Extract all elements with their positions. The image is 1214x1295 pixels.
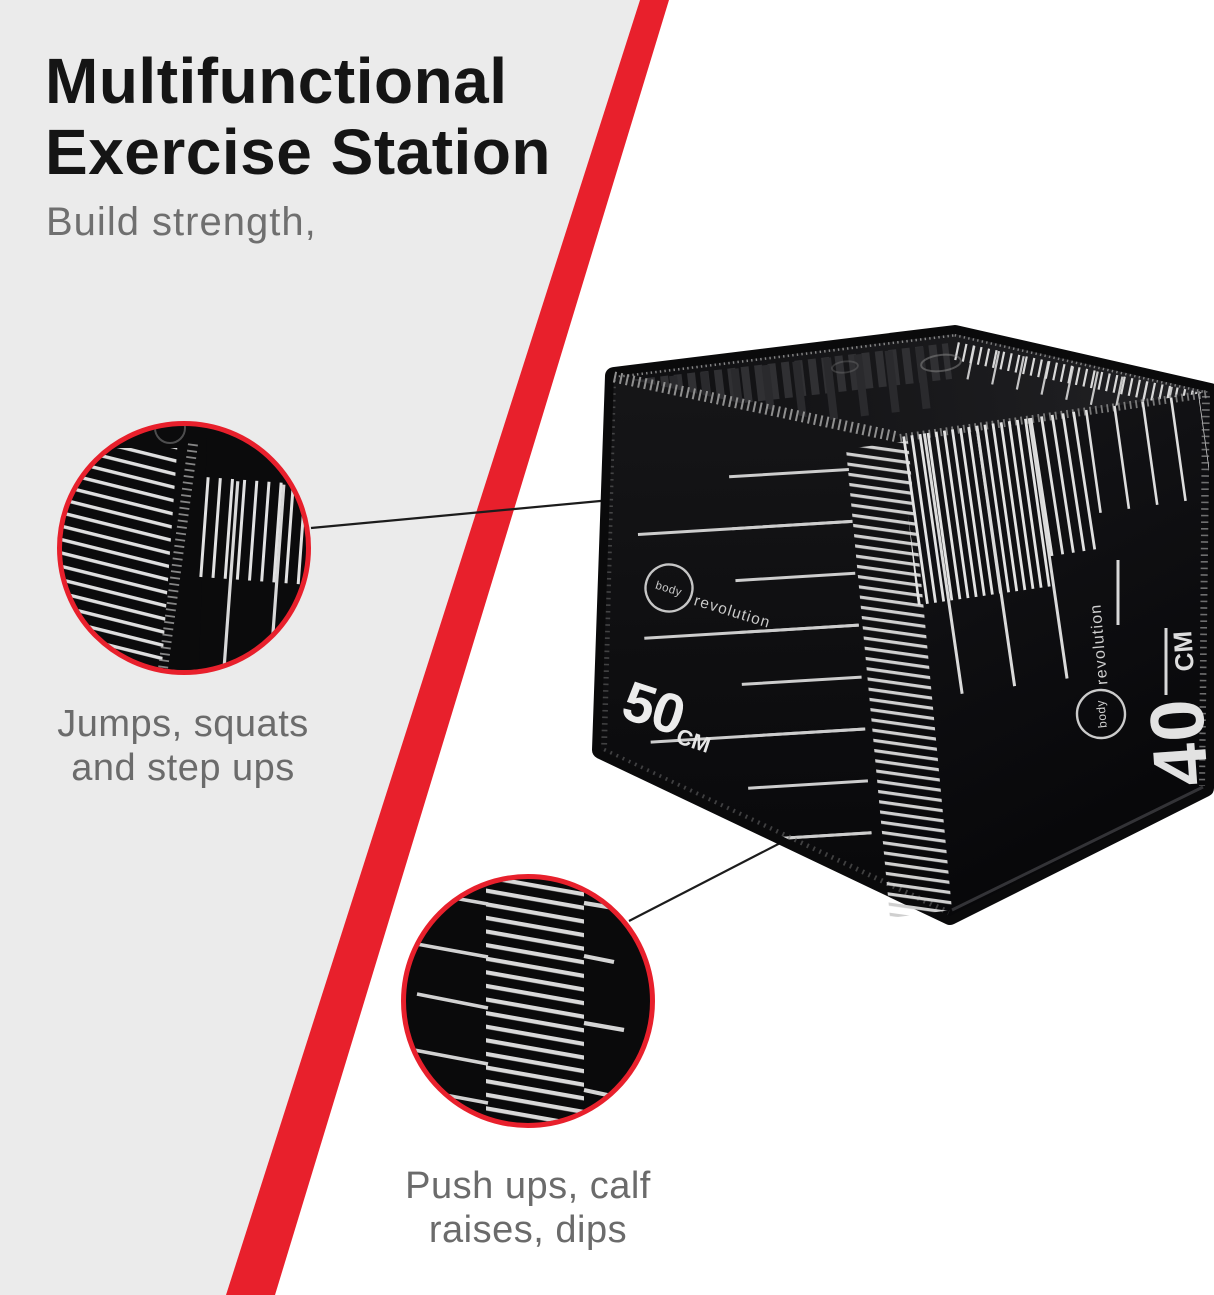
callout-text-jumps: Jumps, squats and step ups: [8, 702, 358, 790]
plyo-box: body revolution 50 CM body revolution 40…: [592, 325, 1214, 925]
callout-text-pushups: Push ups, calf raises, dips: [353, 1164, 703, 1252]
box-right-face: [900, 392, 1210, 916]
dimension-40-value: 40: [1134, 694, 1214, 788]
dimension-40-unit: CM: [1167, 630, 1200, 672]
connector-line-top: [310, 498, 612, 530]
callout-pushups-line-1: Push ups, calf: [405, 1165, 651, 1207]
callout-pushups-line-2: raises, dips: [428, 1209, 628, 1251]
brand-word-body: body: [1093, 699, 1109, 728]
connector-line-bottom: [628, 837, 791, 922]
dimension-label-40cm: 40 CM: [1134, 630, 1214, 789]
brand-circle-icon: [644, 563, 694, 613]
header: Multifunctional Exercise Station: [45, 46, 551, 188]
right-face-ruler-stripes: [900, 393, 1210, 912]
zoom-callout-top: [57, 421, 311, 675]
brand-swirl-icon: [920, 353, 962, 373]
zipper-edge-top-left: [612, 371, 900, 443]
callout-jumps-line-1: Jumps, squats: [57, 703, 309, 745]
title-line-2: Exercise Station: [45, 116, 551, 188]
subtitle: Build strength,: [46, 200, 317, 244]
front-corner-stripe-band: [846, 441, 952, 918]
title-line-1: Multifunctional: [45, 45, 508, 117]
callout-jumps-line-2: and step ups: [71, 747, 295, 789]
page-title: Multifunctional Exercise Station: [45, 46, 551, 188]
zoom-callout-bottom: [401, 874, 655, 1128]
brand-circle-icon: [1075, 688, 1127, 740]
